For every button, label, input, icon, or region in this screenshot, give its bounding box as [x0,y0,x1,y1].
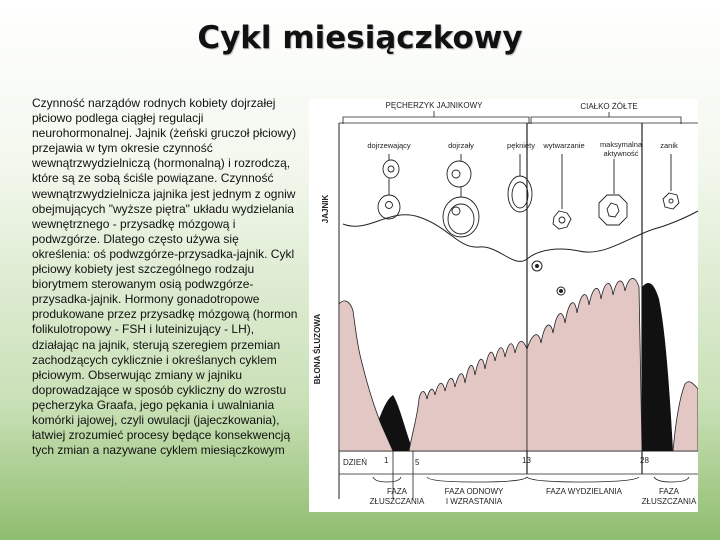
header-corpus: CIAŁKO ŻÓŁTE [580,102,637,111]
follicle-maturing-icon [377,154,401,220]
phase-regeneration-line1: FAZA ODNOWY [445,487,504,496]
mucosa-layer-right [672,381,698,452]
phase-brackets [372,476,690,483]
corpus-forming-icon [552,154,572,230]
ovary-surface-line [342,210,698,262]
mucosa-layer-secretory [526,278,643,452]
row-label-ovary: JAJNIK [321,195,330,224]
slide-title: Cykl miesiączkowy [197,20,523,56]
necrotic-layer-left [379,395,413,451]
phase-regeneration-line2: I WZRASTANIA [446,497,503,506]
follicle-ruptured-icon [507,154,533,213]
day-13: 13 [522,456,531,465]
stage-maturing: dojrzewający [367,141,411,150]
phase-shedding-1-line1: FAZA [387,487,408,496]
stage-max-activity-2: aktywność [603,149,638,158]
stage-forming: wytwarzanie [542,141,584,150]
stage-decline: zanik [660,141,678,150]
menstrual-cycle-diagram: PĘCHERZYK JAJNIKOWY CIAŁKO ŻÓŁTE dojrzew… [309,99,698,512]
day-28: 28 [640,456,649,465]
ovum-icon [531,260,566,296]
corpus-decline-icon [662,154,680,210]
corpus-max-activity-icon [598,159,628,226]
stage-max-activity-1: maksymalna [600,140,643,149]
day-1: 1 [384,456,389,465]
phase-shedding-1-line2: ZŁUSZCZANIA [370,497,425,506]
stage-ruptured: pęknięty [507,141,535,150]
body-text: Czynność narządów rodnych kobiety dojrza… [32,96,298,458]
header-follicle: PĘCHERZYK JAJNIKOWY [386,101,484,110]
phase-shedding-2-line1: FAZA [659,487,680,496]
phase-shedding-2-line2: ZŁUSZCZANIA [642,497,697,506]
mucosa-layer-left [338,300,394,452]
necrotic-layer-right [642,283,673,451]
stage-mature: dojrzały [448,141,474,150]
follicle-mature-icon [442,154,480,238]
phase-secretory: FAZA WYDZIELANIA [546,487,623,496]
day-label: DZIEŃ [343,458,367,467]
mucosa-layer-growth [408,340,528,452]
row-label-mucosa: BŁONA ŚLUZOWA [313,314,322,385]
day-5: 5 [415,458,420,467]
